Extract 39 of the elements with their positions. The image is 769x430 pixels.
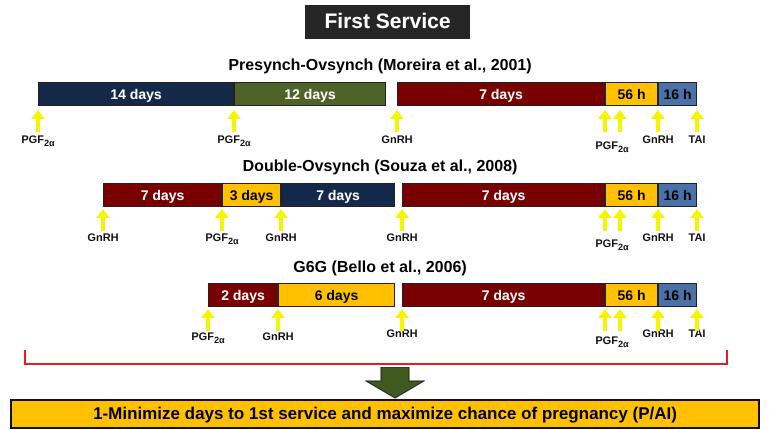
protocol-heading: Presynch-Ovsynch (Moreira et al., 2001) bbox=[228, 57, 532, 75]
outcome-box: 1-Minimize days to 1st service and maximize chance of pregnancy (P/AI) bbox=[10, 399, 760, 429]
timeline-segment: 6 days bbox=[278, 283, 395, 307]
hormone-label: GnRH bbox=[262, 331, 294, 343]
timeline-segment: 16 h bbox=[658, 283, 697, 307]
timeline-segment: 7 days bbox=[397, 82, 605, 106]
timeline-segment: 56 h bbox=[605, 82, 658, 106]
protocol-heading: Double-Ovsynch (Souza et al., 2008) bbox=[242, 158, 518, 176]
hormone-label: GnRH bbox=[642, 232, 674, 244]
hormone-label: GnRH bbox=[87, 232, 119, 244]
timeline-segment: 12 days bbox=[234, 82, 386, 106]
timeline-segment: 2 days bbox=[208, 283, 278, 307]
timeline-segment: 56 h bbox=[605, 283, 658, 307]
protocol-heading: G6G (Bello et al., 2006) bbox=[293, 259, 467, 277]
hormone-label: PGF$_{2α}$ bbox=[595, 140, 629, 154]
hormone-label: GnRH bbox=[386, 328, 418, 340]
hormone-label: GnRH bbox=[642, 328, 674, 340]
hormone-label: TAI bbox=[688, 134, 706, 146]
hormone-label: PGF$_{2α}$ bbox=[191, 331, 225, 346]
title-banner: First Service bbox=[305, 5, 470, 39]
timeline-segment: 56 h bbox=[605, 183, 658, 207]
hormone-label: PGF$_{2α}$ bbox=[217, 134, 251, 148]
hormone-label: GnRH bbox=[381, 134, 413, 146]
hormone-label: PGF$_{2α}$ bbox=[205, 232, 239, 246]
timeline-segment: 16 h bbox=[658, 183, 697, 207]
timeline-segment: 7 days bbox=[402, 183, 605, 207]
timeline-segment: 14 days bbox=[38, 82, 234, 106]
hormone-label: PGF$_{2α}$ bbox=[595, 335, 629, 350]
hormone-label: GnRH bbox=[642, 134, 674, 146]
hormone-label: PGF$_{2α}$ bbox=[21, 134, 55, 148]
hormone-label: GnRH bbox=[386, 232, 418, 244]
hormone-label: GnRH bbox=[265, 232, 297, 244]
timeline-segment: 7 days bbox=[402, 283, 605, 307]
hormone-label: TAI bbox=[688, 232, 706, 244]
timeline-segment: 7 days bbox=[103, 183, 222, 207]
timeline-segment: 3 days bbox=[222, 183, 281, 207]
timeline-segment: 16 h bbox=[658, 82, 697, 106]
timeline-segment: 7 days bbox=[281, 183, 395, 207]
hormone-label: PGF$_{2α}$ bbox=[595, 238, 629, 252]
